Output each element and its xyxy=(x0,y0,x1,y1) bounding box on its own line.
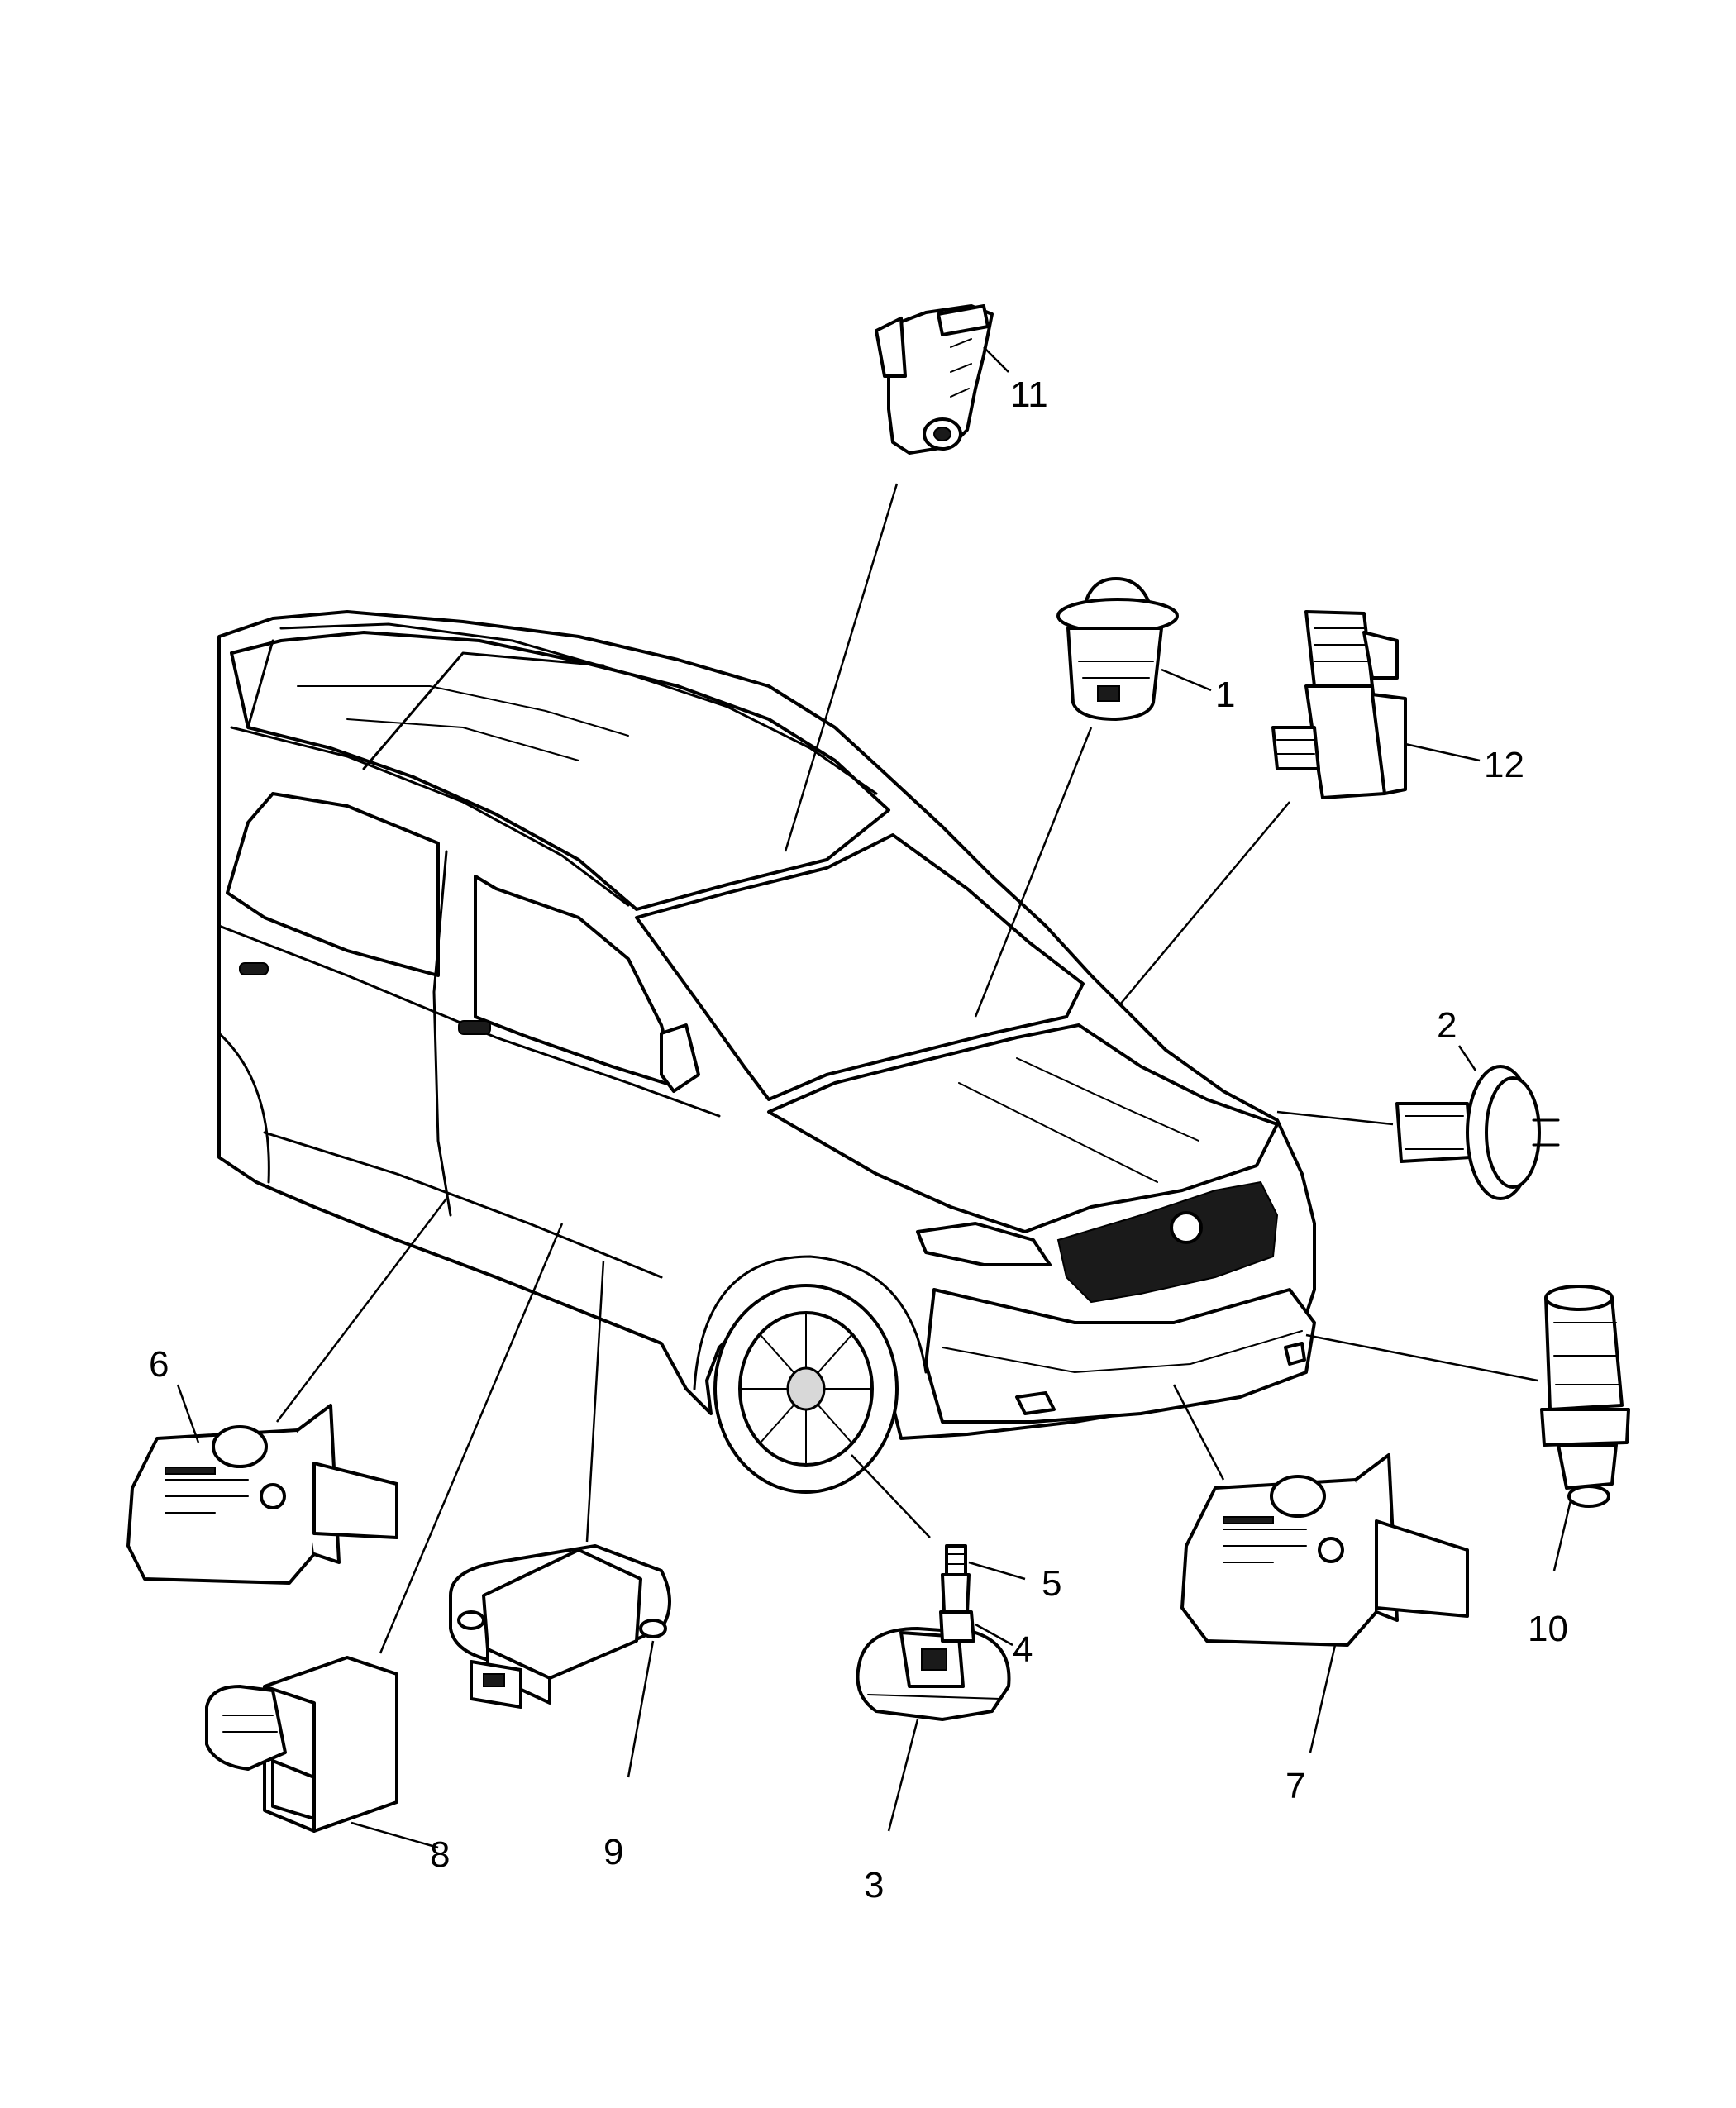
leader-2-to-vehicle xyxy=(1276,1110,1394,1126)
part-5-valve-stem xyxy=(941,1544,971,1614)
leader-4 xyxy=(975,1623,1013,1647)
headlamp xyxy=(916,1222,1052,1266)
part-10-temperature-sensor xyxy=(1540,1285,1630,1508)
roof-crossbar-rear xyxy=(246,639,274,729)
leader-8 xyxy=(351,1821,439,1849)
door-seam xyxy=(432,850,452,1217)
callout-labels: 11 1 12 2 6 5 4 10 7 8 9 3 xyxy=(149,374,1568,1905)
callout-10: 10 xyxy=(1528,1609,1568,1649)
side-mirror xyxy=(660,1023,700,1093)
part-4-valve-nut xyxy=(939,1610,975,1643)
leader-10 xyxy=(1552,1500,1572,1571)
leader-3-to-vehicle xyxy=(851,1454,931,1538)
callout-6: 6 xyxy=(149,1344,169,1385)
windshield xyxy=(635,833,1085,1101)
callout-9: 9 xyxy=(603,1832,623,1872)
part-8-connector-block xyxy=(205,1656,398,1833)
leader-9 xyxy=(627,1640,655,1778)
roof-panel xyxy=(230,631,890,911)
leader-12 xyxy=(1405,742,1481,762)
leader-8-to-vehicle xyxy=(379,1223,564,1654)
leader-12-to-vehicle xyxy=(1119,801,1290,1005)
callout-2: 2 xyxy=(1437,1005,1457,1046)
callout-12: 12 xyxy=(1484,745,1524,785)
roof-groove xyxy=(346,718,579,761)
leader-11-to-vehicle xyxy=(784,483,899,852)
part-3-tpms-sensor xyxy=(856,1627,1011,1721)
callout-1: 1 xyxy=(1215,675,1235,715)
fog-lamp xyxy=(1284,1342,1306,1366)
callout-5: 5 xyxy=(1042,1563,1061,1604)
fog-lamp xyxy=(1015,1391,1056,1415)
leader-3 xyxy=(887,1719,919,1832)
bumper-line xyxy=(942,1330,1303,1374)
rear-wheel-arch xyxy=(217,1032,270,1184)
leader-2 xyxy=(1457,1045,1477,1071)
part-7-impact-sensor xyxy=(1180,1453,1469,1647)
leader-7 xyxy=(1309,1644,1337,1753)
roof-groove xyxy=(297,685,629,737)
leader-6-to-vehicle xyxy=(276,1198,447,1423)
leader-5 xyxy=(968,1561,1026,1581)
part-11-camera-module xyxy=(875,304,994,455)
grille-emblem xyxy=(1170,1211,1203,1244)
part-1-light-sensor xyxy=(1056,577,1179,721)
roof-crossbar-front xyxy=(362,651,605,770)
front-wheel xyxy=(713,1284,899,1494)
leader-1 xyxy=(1161,668,1212,692)
roof-rail-left xyxy=(230,726,630,907)
callout-4: 4 xyxy=(1013,1629,1033,1670)
leader-9-to-vehicle xyxy=(585,1260,605,1543)
hood-crease xyxy=(1016,1057,1199,1142)
vehicle-illustration xyxy=(217,610,1316,1494)
part-6-impact-sensor xyxy=(126,1404,398,1585)
side-window-rear xyxy=(226,792,440,977)
leader-10-to-vehicle xyxy=(1305,1333,1538,1382)
leader-6 xyxy=(176,1384,200,1443)
door-handle xyxy=(239,962,269,975)
leader-1-to-vehicle xyxy=(974,727,1093,1018)
callout-11: 11 xyxy=(1010,374,1048,415)
callout-8: 8 xyxy=(430,1834,450,1875)
roof-rail-right xyxy=(279,622,878,795)
front-wheel-arch xyxy=(693,1255,928,1390)
leader-11 xyxy=(983,346,1009,373)
belt-line xyxy=(217,924,721,1118)
leader-7-to-vehicle xyxy=(1172,1384,1225,1481)
hood xyxy=(767,1023,1279,1233)
sill-line xyxy=(263,1131,663,1279)
callout-3: 3 xyxy=(864,1865,884,1905)
leader-lines xyxy=(176,346,1572,1849)
part-12-sensor xyxy=(1271,610,1407,799)
grille xyxy=(1056,1180,1279,1304)
part-2-round-sensor xyxy=(1395,1065,1560,1200)
hood-crease xyxy=(958,1082,1158,1183)
part-9-yaw-sensor xyxy=(449,1544,671,1709)
door-handle xyxy=(458,1020,491,1035)
callout-7: 7 xyxy=(1285,1766,1305,1806)
front-bumper xyxy=(924,1288,1316,1424)
